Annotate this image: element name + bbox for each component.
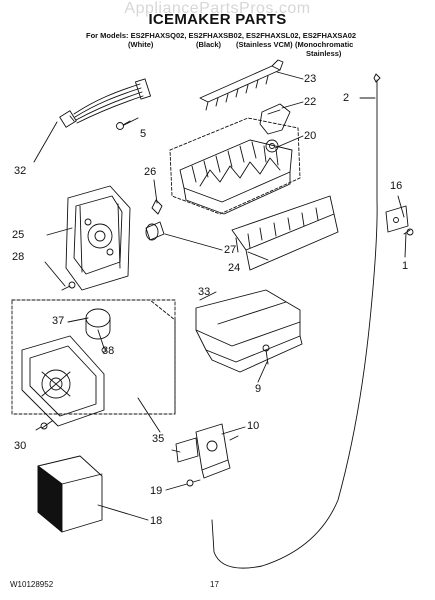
leader-lines — [33, 71, 407, 521]
callout-30: 30 — [14, 440, 27, 452]
callout-9: 9 — [255, 383, 262, 395]
ice-bin-33 — [195, 289, 303, 373]
screw-19 — [186, 479, 201, 487]
doc-number: W10128952 — [10, 580, 54, 589]
color-stainless: Stainless) — [306, 49, 342, 58]
shutoff-arm-26 — [151, 199, 163, 215]
wire-harness — [59, 78, 151, 128]
module-plate — [21, 335, 105, 427]
motor-37 — [85, 308, 111, 353]
color-stainless-vcm: (Stainless VCM) — [236, 40, 293, 49]
cover-part-22 — [259, 103, 291, 135]
color-white: (White) — [128, 40, 154, 49]
fill-cup-27 — [145, 221, 165, 241]
callout-38: 38 — [102, 345, 115, 357]
callout-37: 37 — [52, 315, 65, 327]
callout-5: 5 — [140, 128, 147, 140]
page-title: ICEMAKER PARTS — [148, 11, 287, 28]
bracket-16 — [385, 205, 414, 236]
screw-30 — [35, 422, 48, 431]
heater-24 — [231, 195, 339, 271]
screw-28 — [61, 281, 76, 291]
callout-28: 28 — [12, 251, 25, 263]
callout-25: 25 — [12, 229, 25, 241]
models-line: For Models: ES2FHAXSQ02, ES2FHAXSB02, ES… — [86, 31, 357, 40]
callout-2: 2 — [343, 92, 350, 104]
color-monochromatic: (Monochromatic — [295, 40, 354, 49]
callout-10: 10 — [247, 420, 260, 432]
callout-1: 1 — [402, 260, 409, 272]
color-black: (Black) — [196, 40, 222, 49]
cover-18 — [37, 455, 103, 533]
module-box — [11, 299, 176, 415]
callout-27: 27 — [224, 244, 237, 256]
callout-22: 22 — [304, 96, 317, 108]
water-valve-10 — [171, 423, 239, 479]
callout-23: 23 — [304, 73, 317, 85]
screw-9 — [262, 344, 270, 365]
callout-24: 24 — [228, 262, 241, 274]
callout-35: 35 — [152, 433, 165, 445]
screw-5 — [116, 120, 131, 130]
callout-16: 16 — [390, 180, 403, 192]
fill-tube-2 — [211, 73, 381, 569]
callout-32: 32 — [14, 165, 27, 177]
callout-20: 20 — [304, 130, 317, 142]
page-number: 17 — [210, 580, 219, 589]
watermark: AppliancePartsPros.com — [124, 0, 311, 17]
callout-19: 19 — [150, 485, 163, 497]
control-housing-25 — [65, 185, 131, 291]
ejector-arm — [199, 59, 284, 111]
callout-33: 33 — [198, 286, 211, 298]
icemaker-mold — [169, 117, 301, 215]
callout-26: 26 — [144, 166, 157, 178]
callout-18: 18 — [150, 515, 163, 527]
